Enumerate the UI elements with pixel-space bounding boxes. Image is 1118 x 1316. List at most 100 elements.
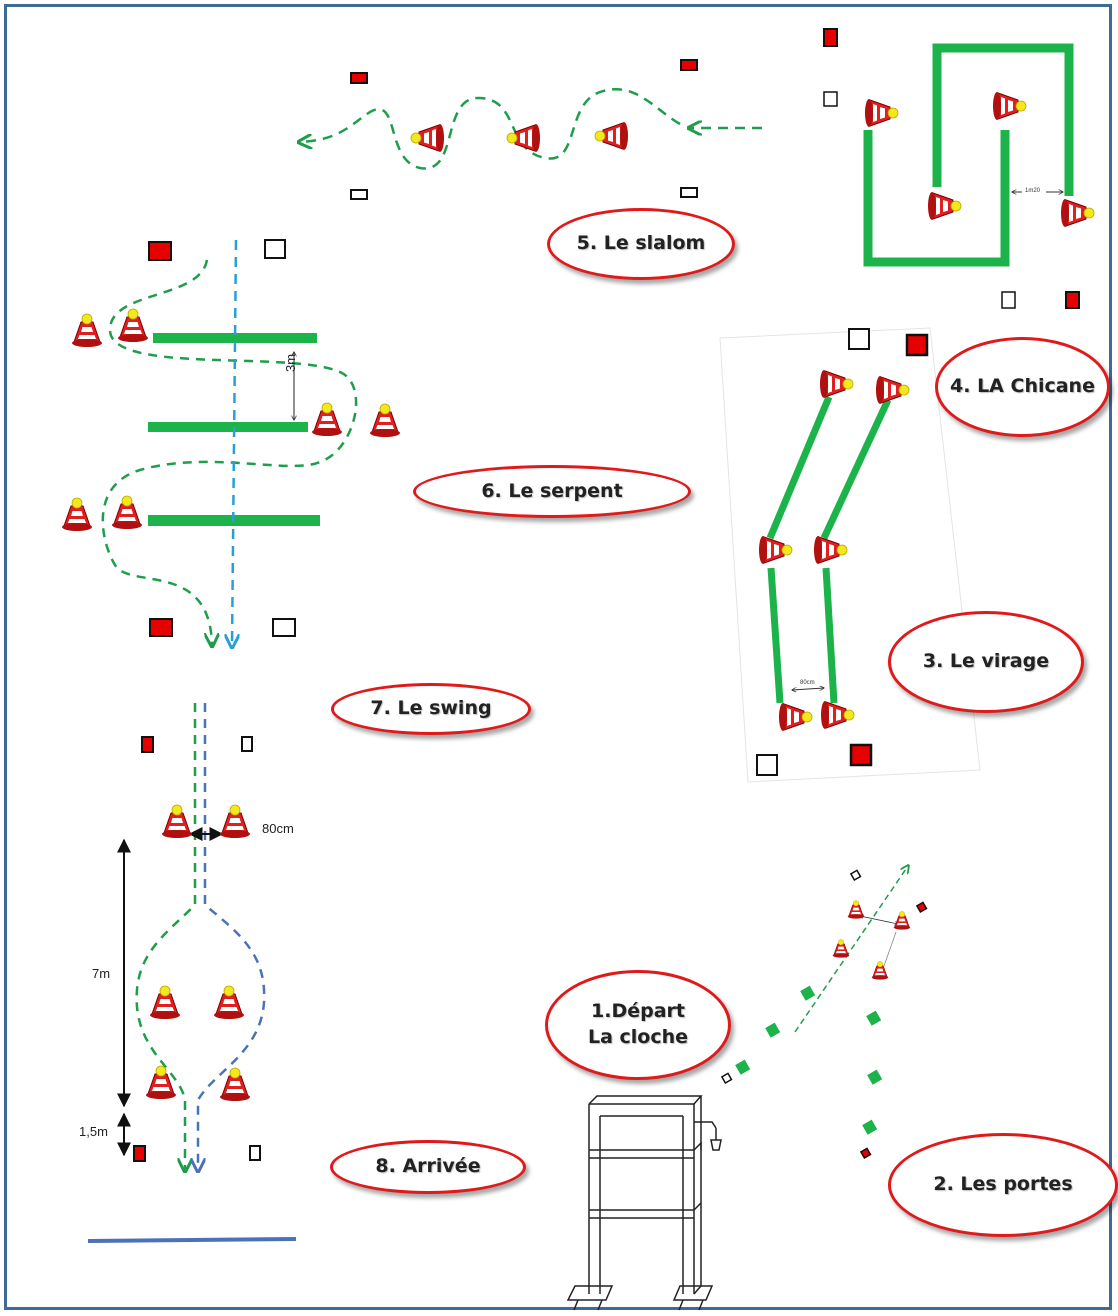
traffic-cone-icon [1060,198,1095,228]
station-label-virage: 3. Le virage [888,611,1084,713]
gate-block [765,1022,781,1038]
traffic-cone-icon [992,91,1027,121]
slalom-station [300,59,762,200]
swing-station [87,703,297,1243]
traffic-cone-icon [410,123,445,153]
marker-square-icon [350,72,368,84]
marker-square-icon [905,333,929,357]
marker-square-icon [823,28,838,47]
swing-end-label: 1,5m [79,1124,108,1139]
gate-gap-arrow [883,931,897,967]
station-label-text: 6. Le serpent [481,479,623,502]
traffic-cone-icon [61,497,93,532]
virage-bar [767,567,784,704]
marker-square-icon [720,1072,733,1084]
chicane-gap-label: 1m20 [1025,188,1041,194]
bell-gantry-icon [566,1095,722,1311]
marker-square-icon [148,241,172,261]
portes-path [794,866,908,1033]
traffic-cone-icon [219,1067,251,1102]
station-label-swing: 7. Le swing [331,683,531,735]
traffic-cone-icon [161,804,193,839]
marker-square-icon [915,901,928,913]
traffic-cone-icon [117,308,149,343]
traffic-cone-icon [213,985,245,1020]
virage-bar [820,398,892,540]
serpent-path [101,259,358,645]
traffic-cone-icon [219,804,251,839]
gate-block [800,985,816,1001]
traffic-cone-icon [149,985,181,1020]
station-label-slalom: 5. Le slalom [547,208,735,280]
chicane-bar [932,43,1074,196]
marker-square-icon [1065,291,1080,309]
gate-block [867,1069,883,1085]
traffic-cone-icon [311,402,343,437]
station-label-text: 1.Départ [591,1000,685,1023]
station-label-portes: 2. Les portes [888,1133,1118,1237]
gate-block [862,1119,878,1135]
traffic-cone-icon [832,939,850,958]
marker-square-icon [149,618,173,637]
swing-path-right [198,703,266,1170]
traffic-cone-icon [871,961,889,980]
virage-bar [766,395,833,540]
marker-square-icon [849,869,862,881]
station-label-text: 8. Arrivée [375,1155,481,1178]
swing-path-left [135,703,197,1170]
station-label-text: La cloche [587,1026,689,1048]
marker-square-icon [849,743,873,767]
chicane-station [823,28,1095,309]
marker-square-icon [350,189,368,200]
traffic-cone-icon [111,495,143,530]
station-label-depart: 1.Départ La cloche [545,970,731,1080]
station-label-chicane: 4. LA Chicane [935,337,1110,437]
traffic-cone-icon [927,191,962,221]
marker-square-icon [756,754,778,776]
marker-square-icon [823,91,838,107]
marker-square-icon [1001,291,1016,309]
traffic-cone-icon [71,313,103,348]
serpent-bar [148,422,308,432]
traffic-cone-icon [893,911,911,930]
swing-width-label: 80cm [262,821,294,836]
marker-square-icon [272,618,296,637]
marker-square-icon [848,328,870,350]
marker-square-icon [249,1145,261,1161]
marker-square-icon [859,1147,872,1159]
station-label-text: 2. Les portes [933,1173,1073,1196]
traffic-cone-icon [145,1065,177,1100]
chicane-bar [863,130,1010,267]
serpent-bar [153,333,317,343]
virage-gap-label: 80cm [800,680,815,686]
portes-station [720,866,928,1159]
station-label-text: 3. Le virage [922,650,1050,673]
traffic-cone-icon [847,900,865,919]
station-label-text: 7. Le swing [370,697,492,720]
marker-square-icon [141,736,154,753]
station-label-text: 4. LA Chicane [950,375,1095,398]
serpent-straight-path [232,239,236,646]
serpent-station [61,239,401,646]
swing-length-label: 7m [92,966,111,981]
serpent-gap-label: 3m [283,353,298,372]
marker-square-icon [241,736,253,752]
station-label-text: 5. Le slalom [576,232,706,255]
traffic-cone-icon [506,123,541,153]
marker-square-icon [680,187,698,198]
station-label-arrivee: 8. Arrivée [330,1140,526,1194]
finish-line [87,1237,297,1243]
virage-bar [822,567,838,704]
gate-block [866,1010,882,1026]
gate-block [735,1059,751,1075]
slalom-path [300,88,681,170]
marker-square-icon [680,59,698,71]
traffic-cone-icon [864,98,899,128]
traffic-cone-icon [369,403,401,438]
gate-gap-arrow [860,916,898,924]
traffic-cone-icon [594,121,629,151]
virage-gap-arrow [792,688,824,690]
station-label-serpent: 6. Le serpent [413,465,691,518]
marker-square-icon [264,239,286,259]
marker-square-icon [133,1145,146,1162]
